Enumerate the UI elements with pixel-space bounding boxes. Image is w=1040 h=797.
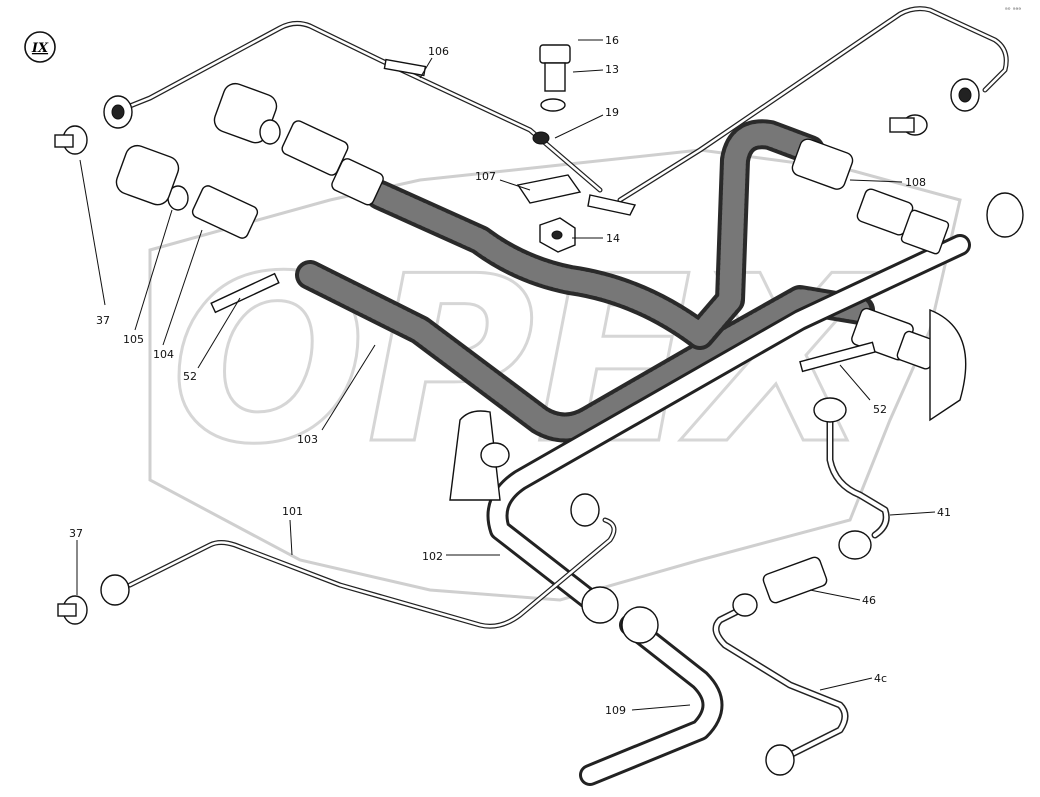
callout-109: 109 [605, 704, 626, 717]
hose-103 [295, 260, 875, 443]
leader-lines [76, 39, 936, 711]
callout-108: 108 [905, 176, 926, 189]
tube-101 [127, 517, 617, 629]
corner-code: ᵃᵒ ᵃᵃᵃ [1005, 6, 1021, 14]
section-mark: IX [24, 31, 56, 63]
fittings [54, 44, 1024, 776]
callout-102: 102 [422, 550, 443, 563]
tube-41 [826, 416, 890, 539]
callout-37-top: 37 [96, 314, 110, 327]
callout-52-right: 52 [873, 403, 887, 416]
tube-106 [122, 20, 603, 193]
hose-upper [365, 119, 825, 350]
callout-46: 46 [862, 594, 876, 607]
callout-19: 19 [605, 106, 619, 119]
callout-103: 103 [297, 433, 318, 446]
tube-109 [579, 614, 724, 786]
callout-105: 105 [123, 333, 144, 346]
callout-106: 106 [428, 45, 449, 58]
watermark: OPEX [148, 148, 962, 602]
bracket-107 [516, 174, 637, 216]
callout-101: 101 [282, 505, 303, 518]
callout-16: 16 [605, 34, 619, 47]
callout-52-left: 52 [183, 370, 197, 383]
callout-104: 104 [153, 348, 174, 361]
callout-labels: 16 13 19 106 107 14 108 37 105 104 52 10… [69, 34, 951, 717]
tube-108 [617, 6, 1009, 203]
callout-40: 4c [874, 672, 887, 685]
callout-37-bottom: 37 [69, 527, 83, 540]
callout-13: 13 [605, 63, 619, 76]
callout-14: 14 [606, 232, 620, 245]
callout-41: 41 [937, 506, 951, 519]
tube-40 [712, 606, 849, 759]
section-mark-text: IX [31, 41, 49, 56]
tube-102 [486, 234, 971, 611]
callout-107: 107 [475, 170, 496, 183]
